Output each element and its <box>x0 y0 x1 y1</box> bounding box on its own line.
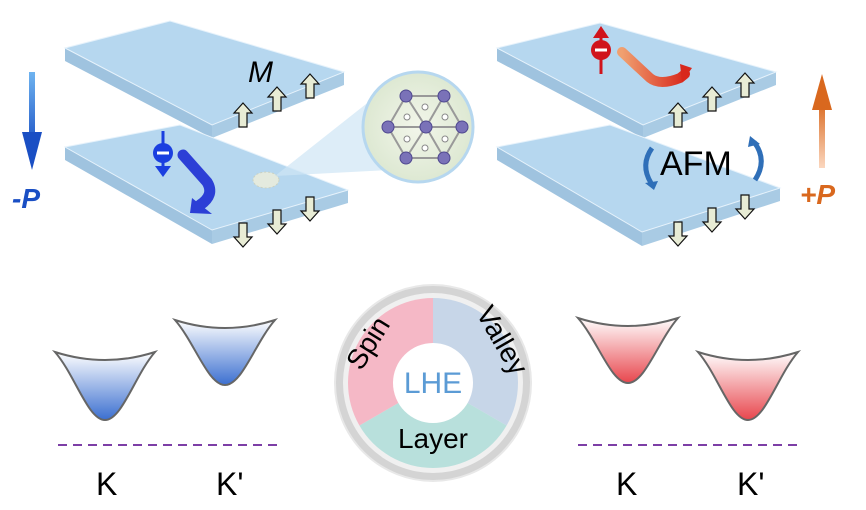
valley-hall-deflection-arrow-icon <box>617 47 692 87</box>
left-valley-k-prime-band <box>171 317 279 387</box>
valley-k-label: K <box>616 466 637 502</box>
lhe-wheel: LHE Spin Valley Layer <box>334 284 534 482</box>
afm-label: AFM <box>660 145 732 183</box>
positive-polarization-label: +P <box>800 179 835 210</box>
right-valley-k-prime-band <box>694 349 802 422</box>
right-bottom-layer-slab <box>495 124 782 246</box>
afm-coupling-arrows-icon <box>643 136 764 190</box>
left-top-layer-slab <box>63 20 346 138</box>
lattice-magnifier <box>275 70 475 184</box>
lattice-spot <box>252 171 280 189</box>
valley-hall-deflection-arrow-icon <box>177 149 216 214</box>
spin-down-electron-icon <box>153 131 173 177</box>
magnetization-label: M <box>248 56 273 89</box>
layer-segment <box>359 383 507 468</box>
spin-up-electron-icon <box>591 26 611 74</box>
lhe-label: LHE <box>404 367 462 400</box>
valley-k-label: K <box>96 466 117 502</box>
right-valley-k-band <box>574 315 682 385</box>
layer-label: Layer <box>398 423 468 454</box>
left-valley-k-band <box>51 349 159 422</box>
positive-polarization-arrow-icon <box>812 74 832 168</box>
negative-polarization-label: -P <box>12 183 40 214</box>
valley-k-prime-label: K' <box>216 466 243 502</box>
right-top-layer-slab <box>495 22 778 138</box>
valley-k-prime-label: K' <box>737 466 764 502</box>
negative-polarization-arrow-icon <box>22 72 42 170</box>
